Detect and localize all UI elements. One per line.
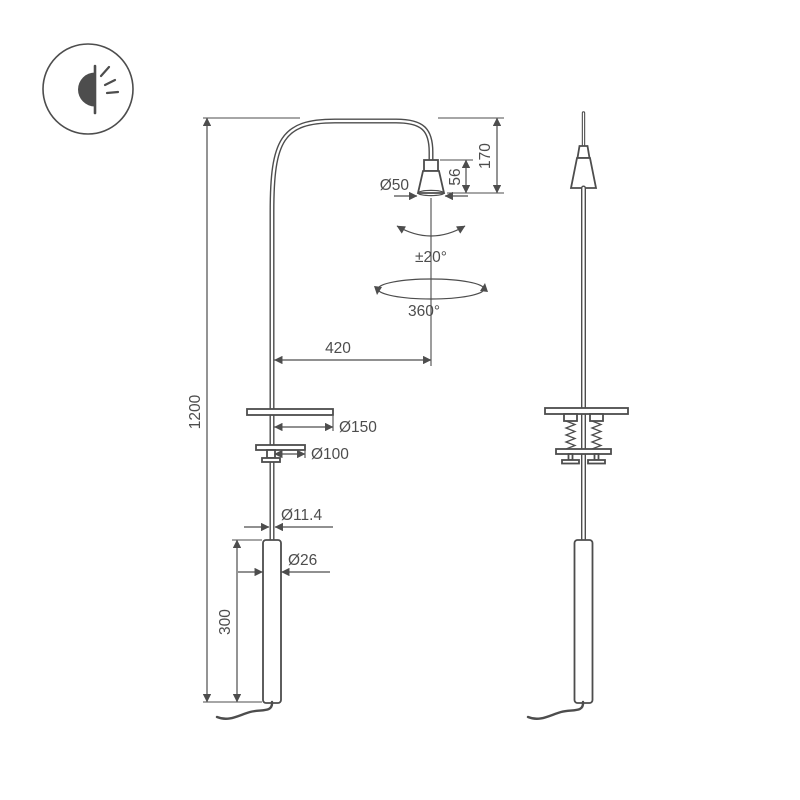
front-view (215, 118, 446, 720)
dim-base-length: 300 (217, 609, 234, 635)
dim-base-diameter: Ø26 (288, 552, 317, 569)
dim-head-height: 56 (447, 168, 464, 185)
table-plate-side (544, 407, 629, 415)
clamp-pad-front (255, 444, 306, 451)
dimensions: 1200 300 420 170 56 Ø50 ±20° 360° Ø150 Ø… (187, 117, 504, 703)
power-cable-side (526, 700, 585, 720)
dim-plate-diameter: Ø150 (339, 419, 377, 436)
dim-clamp-diameter: Ø100 (311, 446, 349, 463)
light-beam-icon (78, 64, 120, 115)
dim-arm-reach: 420 (325, 340, 351, 357)
logo-circle (42, 43, 134, 135)
base-tube-side (573, 539, 594, 704)
dim-total-height: 1200 (187, 394, 204, 429)
lamp-head-joint (423, 159, 439, 172)
rotation-arrow-right (480, 283, 488, 292)
lamp-head-side (569, 157, 598, 189)
clamp-thread-right (590, 420, 603, 450)
clamp-handle-front (261, 457, 281, 463)
head-collar-side (576, 145, 591, 159)
clamp-screw-front (266, 449, 276, 459)
dim-rotation-range: 360° (408, 303, 440, 320)
base-tube-front (262, 539, 282, 704)
power-cable-front (215, 700, 274, 720)
dim-tilt-range: ±20° (415, 249, 447, 266)
brand-logo (42, 43, 134, 135)
clamp-thread-left (564, 420, 577, 450)
lamp-lens (417, 189, 445, 197)
clamp-handle-right (587, 459, 606, 465)
dim-stem-diameter: Ø11.4 (281, 507, 322, 524)
dim-head-drop: 170 (477, 143, 494, 169)
rotation-arrow-left (374, 286, 382, 295)
clamp-crossbar-side (555, 448, 612, 455)
clamp-handle-left (561, 459, 580, 465)
side-view (526, 111, 629, 720)
dim-head-diameter: Ø50 (380, 177, 410, 194)
clamp-pad-left (563, 413, 578, 422)
lamp-head-cone (416, 170, 446, 194)
table-plate-front (246, 408, 334, 416)
tilt-arc (396, 225, 466, 237)
clamp-pad-right (589, 413, 604, 422)
